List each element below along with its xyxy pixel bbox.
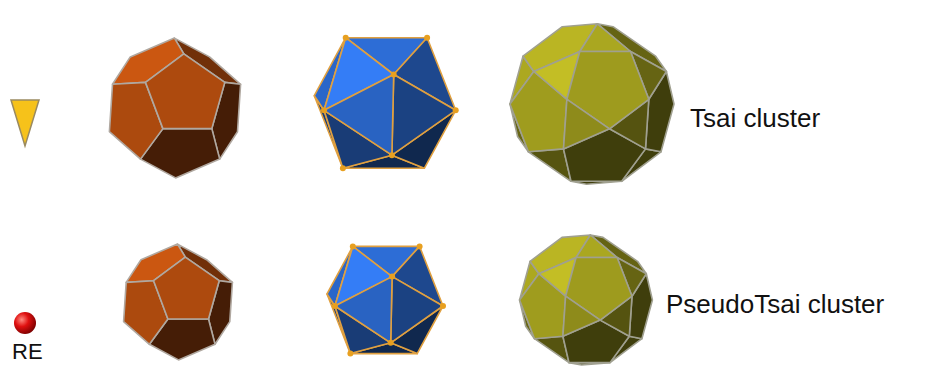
triangle-symbol (11, 100, 39, 146)
polyhedron-face (391, 277, 443, 343)
vertex-dot (321, 107, 327, 113)
cluster-label: Tsai cluster (690, 104, 820, 133)
polyhedron-face (392, 75, 456, 156)
vertex-dot (347, 351, 353, 357)
vertex-dot (440, 303, 446, 309)
vertex-dot (389, 152, 395, 158)
vertex-dot (332, 303, 338, 309)
polyhedron-face (576, 235, 617, 258)
polyhedron-face (564, 99, 610, 149)
cluster-label: PseudoTsai cluster (666, 290, 884, 319)
vertex-dot (340, 165, 346, 171)
vertex-dot (424, 35, 430, 41)
vertex-dot (343, 35, 349, 41)
vertex-dot (388, 340, 394, 346)
vertex-dot (389, 274, 395, 280)
vertex-dot (417, 243, 423, 249)
vertex-dot (391, 72, 397, 78)
polyhedra-group (109, 24, 674, 365)
polyhedron-face (146, 54, 225, 129)
polyhedron-face (335, 277, 392, 343)
polyhedron-face (324, 75, 394, 156)
re-atom-sphere (14, 312, 36, 334)
polyhedron-face (580, 24, 631, 52)
polyhedron-face (154, 257, 220, 319)
polyhedron-face (563, 296, 600, 336)
vertex-dot (350, 243, 356, 249)
element-label: RE (12, 340, 43, 364)
vertex-dot (453, 107, 459, 113)
